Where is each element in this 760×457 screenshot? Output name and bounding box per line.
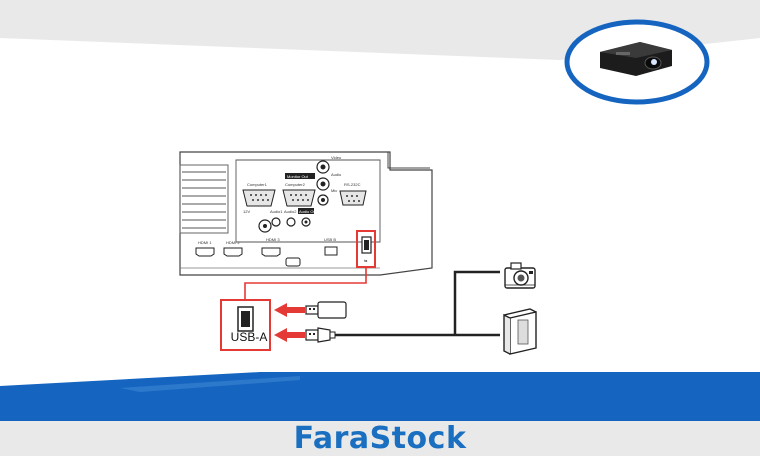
svg-text:⇆: ⇆ xyxy=(364,258,368,263)
computer1-port: Computer1 xyxy=(242,182,276,207)
hdmi2-label: HDMI 2 xyxy=(226,240,240,245)
audio-label: Audio xyxy=(331,172,342,177)
computer2-label: Computer2 xyxy=(285,182,306,187)
hdmi-row: HDMI 1 HDMI 2 HDMI 3 USB B xyxy=(195,237,338,267)
camera-icon xyxy=(504,262,536,289)
mic-label: Mic xyxy=(331,188,337,193)
callout-leader xyxy=(244,267,367,300)
vent-slats xyxy=(179,164,229,234)
usb-a-label: USB-A xyxy=(230,330,268,344)
power-audio-row: 12V Audio1 Audio2 Audio Out xyxy=(243,208,318,233)
computer1-label: Computer1 xyxy=(247,182,268,187)
external-drive-icon xyxy=(503,308,537,355)
video-label: Video xyxy=(331,155,342,160)
hdmi1-label: HDMI 1 xyxy=(198,240,212,245)
projector-rear-panel: Computer1 Monitor Out Computer2 Video Au… xyxy=(179,151,433,276)
audio1-label: Audio1 xyxy=(270,209,283,214)
usb-cable-icon xyxy=(305,327,455,343)
audio2-label: Audio2 xyxy=(284,209,297,214)
dc-label: 12V xyxy=(243,209,250,214)
brand-footer xyxy=(0,372,760,456)
rs232c-port: RS-232C xyxy=(339,182,367,206)
projector-icon xyxy=(600,42,672,76)
projector-thumbnail xyxy=(564,19,710,105)
monitor-out-label: Monitor Out xyxy=(287,174,309,179)
usb-flash-drive-icon xyxy=(305,301,347,319)
top-band xyxy=(0,0,760,60)
monitor-out-port: Monitor Out Computer2 xyxy=(282,173,316,207)
brand-logo-text: FaraStock xyxy=(293,421,467,456)
rs232c-label: RS-232C xyxy=(344,182,361,187)
red-arrow-bottom xyxy=(274,328,305,342)
red-arrow-top xyxy=(274,303,305,317)
audio-out-label: Audio Out xyxy=(299,209,318,214)
usbb-label: USB B xyxy=(324,237,336,242)
usb-a-callout xyxy=(220,299,271,351)
cable-branch xyxy=(453,270,500,337)
hdmi3-label: HDMI 3 xyxy=(266,237,280,242)
rca-jacks: Video Audio Mic xyxy=(316,155,342,206)
